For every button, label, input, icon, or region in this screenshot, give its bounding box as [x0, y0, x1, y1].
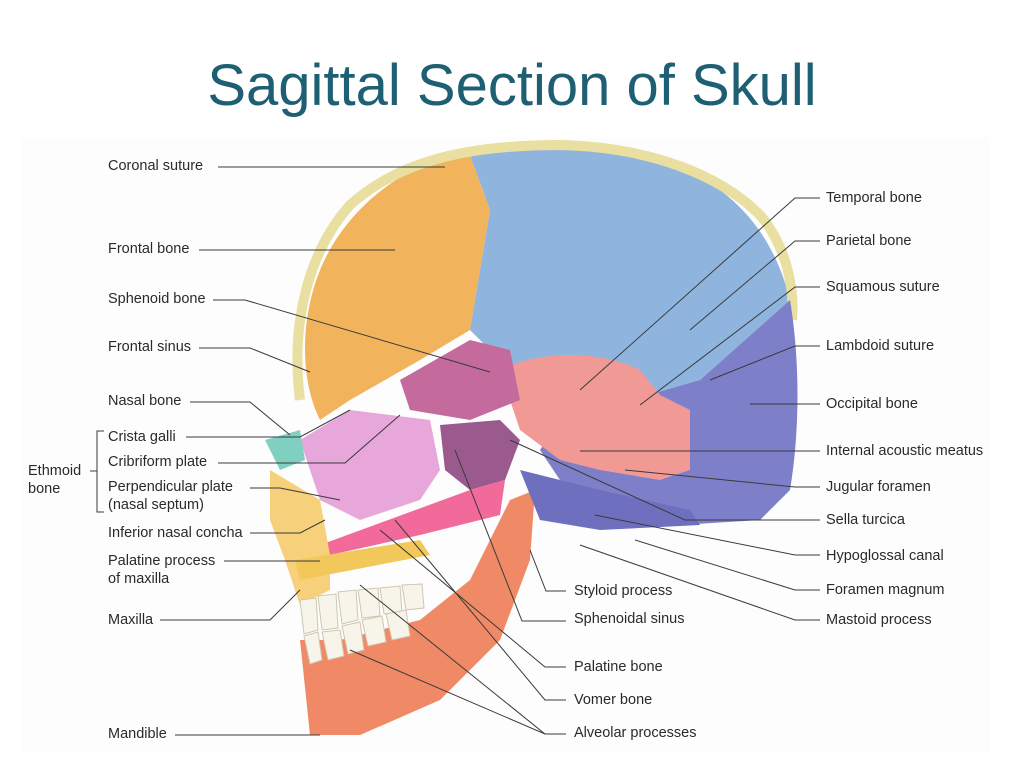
label-alveolar-processes: Alveolar processes: [574, 725, 697, 741]
label-sphenoidal-sinus: Sphenoidal sinus: [574, 611, 685, 627]
vomer-bone-shape: [320, 480, 505, 555]
temporal-bone-shape: [500, 355, 690, 480]
label-nasal-bone: Nasal bone: [108, 393, 182, 409]
label-styloid-process: Styloid process: [574, 583, 673, 599]
label-mastoid-process: Mastoid process: [826, 612, 932, 628]
skull-diagram: Coronal suture Frontal bone Sphenoid bon…: [22, 138, 990, 752]
label-frontal-sinus: Frontal sinus: [108, 339, 192, 355]
palatine-process-shape: [295, 540, 430, 580]
sphenoidal-sinus-shape: [440, 420, 520, 490]
label-lambdoid-suture: Lambdoid suture: [826, 338, 935, 354]
label-coronal-suture: Coronal suture: [108, 158, 204, 174]
label-palatine-process: Palatine process of maxilla: [108, 553, 216, 587]
label-crista-galli: Crista galli: [108, 429, 176, 445]
nasal-bone-shape: [265, 430, 305, 470]
upper-teeth: [299, 583, 425, 635]
lower-teeth: [303, 609, 411, 665]
label-ethmoid-bone: Ethmoid bone: [28, 463, 82, 497]
mandible-shape: [300, 490, 535, 735]
label-mandible: Mandible: [108, 726, 167, 742]
label-squamous-suture: Squamous suture: [826, 279, 940, 295]
label-cribriform-plate: Cribriform plate: [108, 454, 208, 470]
sphenoid-bone-shape: [400, 340, 520, 420]
label-maxilla: Maxilla: [108, 612, 154, 628]
label-internal-acoustic-meatus: Internal acoustic meatus: [826, 443, 984, 459]
page-title: Sagittal Section of Skull: [207, 53, 817, 118]
label-hypoglossal-canal: Hypoglossal canal: [826, 548, 944, 564]
label-occipital-bone: Occipital bone: [826, 396, 918, 412]
label-sphenoid-bone: Sphenoid bone: [108, 291, 206, 307]
skull-illustration: [90, 139, 820, 736]
frontal-bone-shape: [305, 150, 490, 420]
ethmoid-bone-shape: [300, 410, 440, 520]
label-temporal-bone: Temporal bone: [826, 190, 922, 206]
posterior-fossa-shape: [520, 470, 700, 530]
parietal-bone-shape: [468, 145, 790, 421]
label-inferior-nasal-concha: Inferior nasal concha: [108, 525, 243, 541]
label-foramen-magnum: Foramen magnum: [826, 582, 945, 598]
label-parietal-bone: Parietal bone: [826, 233, 912, 249]
label-vomer-bone: Vomer bone: [574, 692, 653, 708]
skull-cortex: [292, 139, 798, 401]
label-sella-turcica: Sella turcica: [826, 512, 905, 528]
leader-lines: [90, 166, 820, 736]
label-jugular-foramen: Jugular foramen: [826, 479, 931, 495]
label-frontal-bone: Frontal bone: [108, 241, 190, 257]
label-perpendicular-plate: Perpendicular plate (nasal septum): [108, 479, 233, 513]
label-palatine-bone: Palatine bone: [574, 659, 663, 675]
